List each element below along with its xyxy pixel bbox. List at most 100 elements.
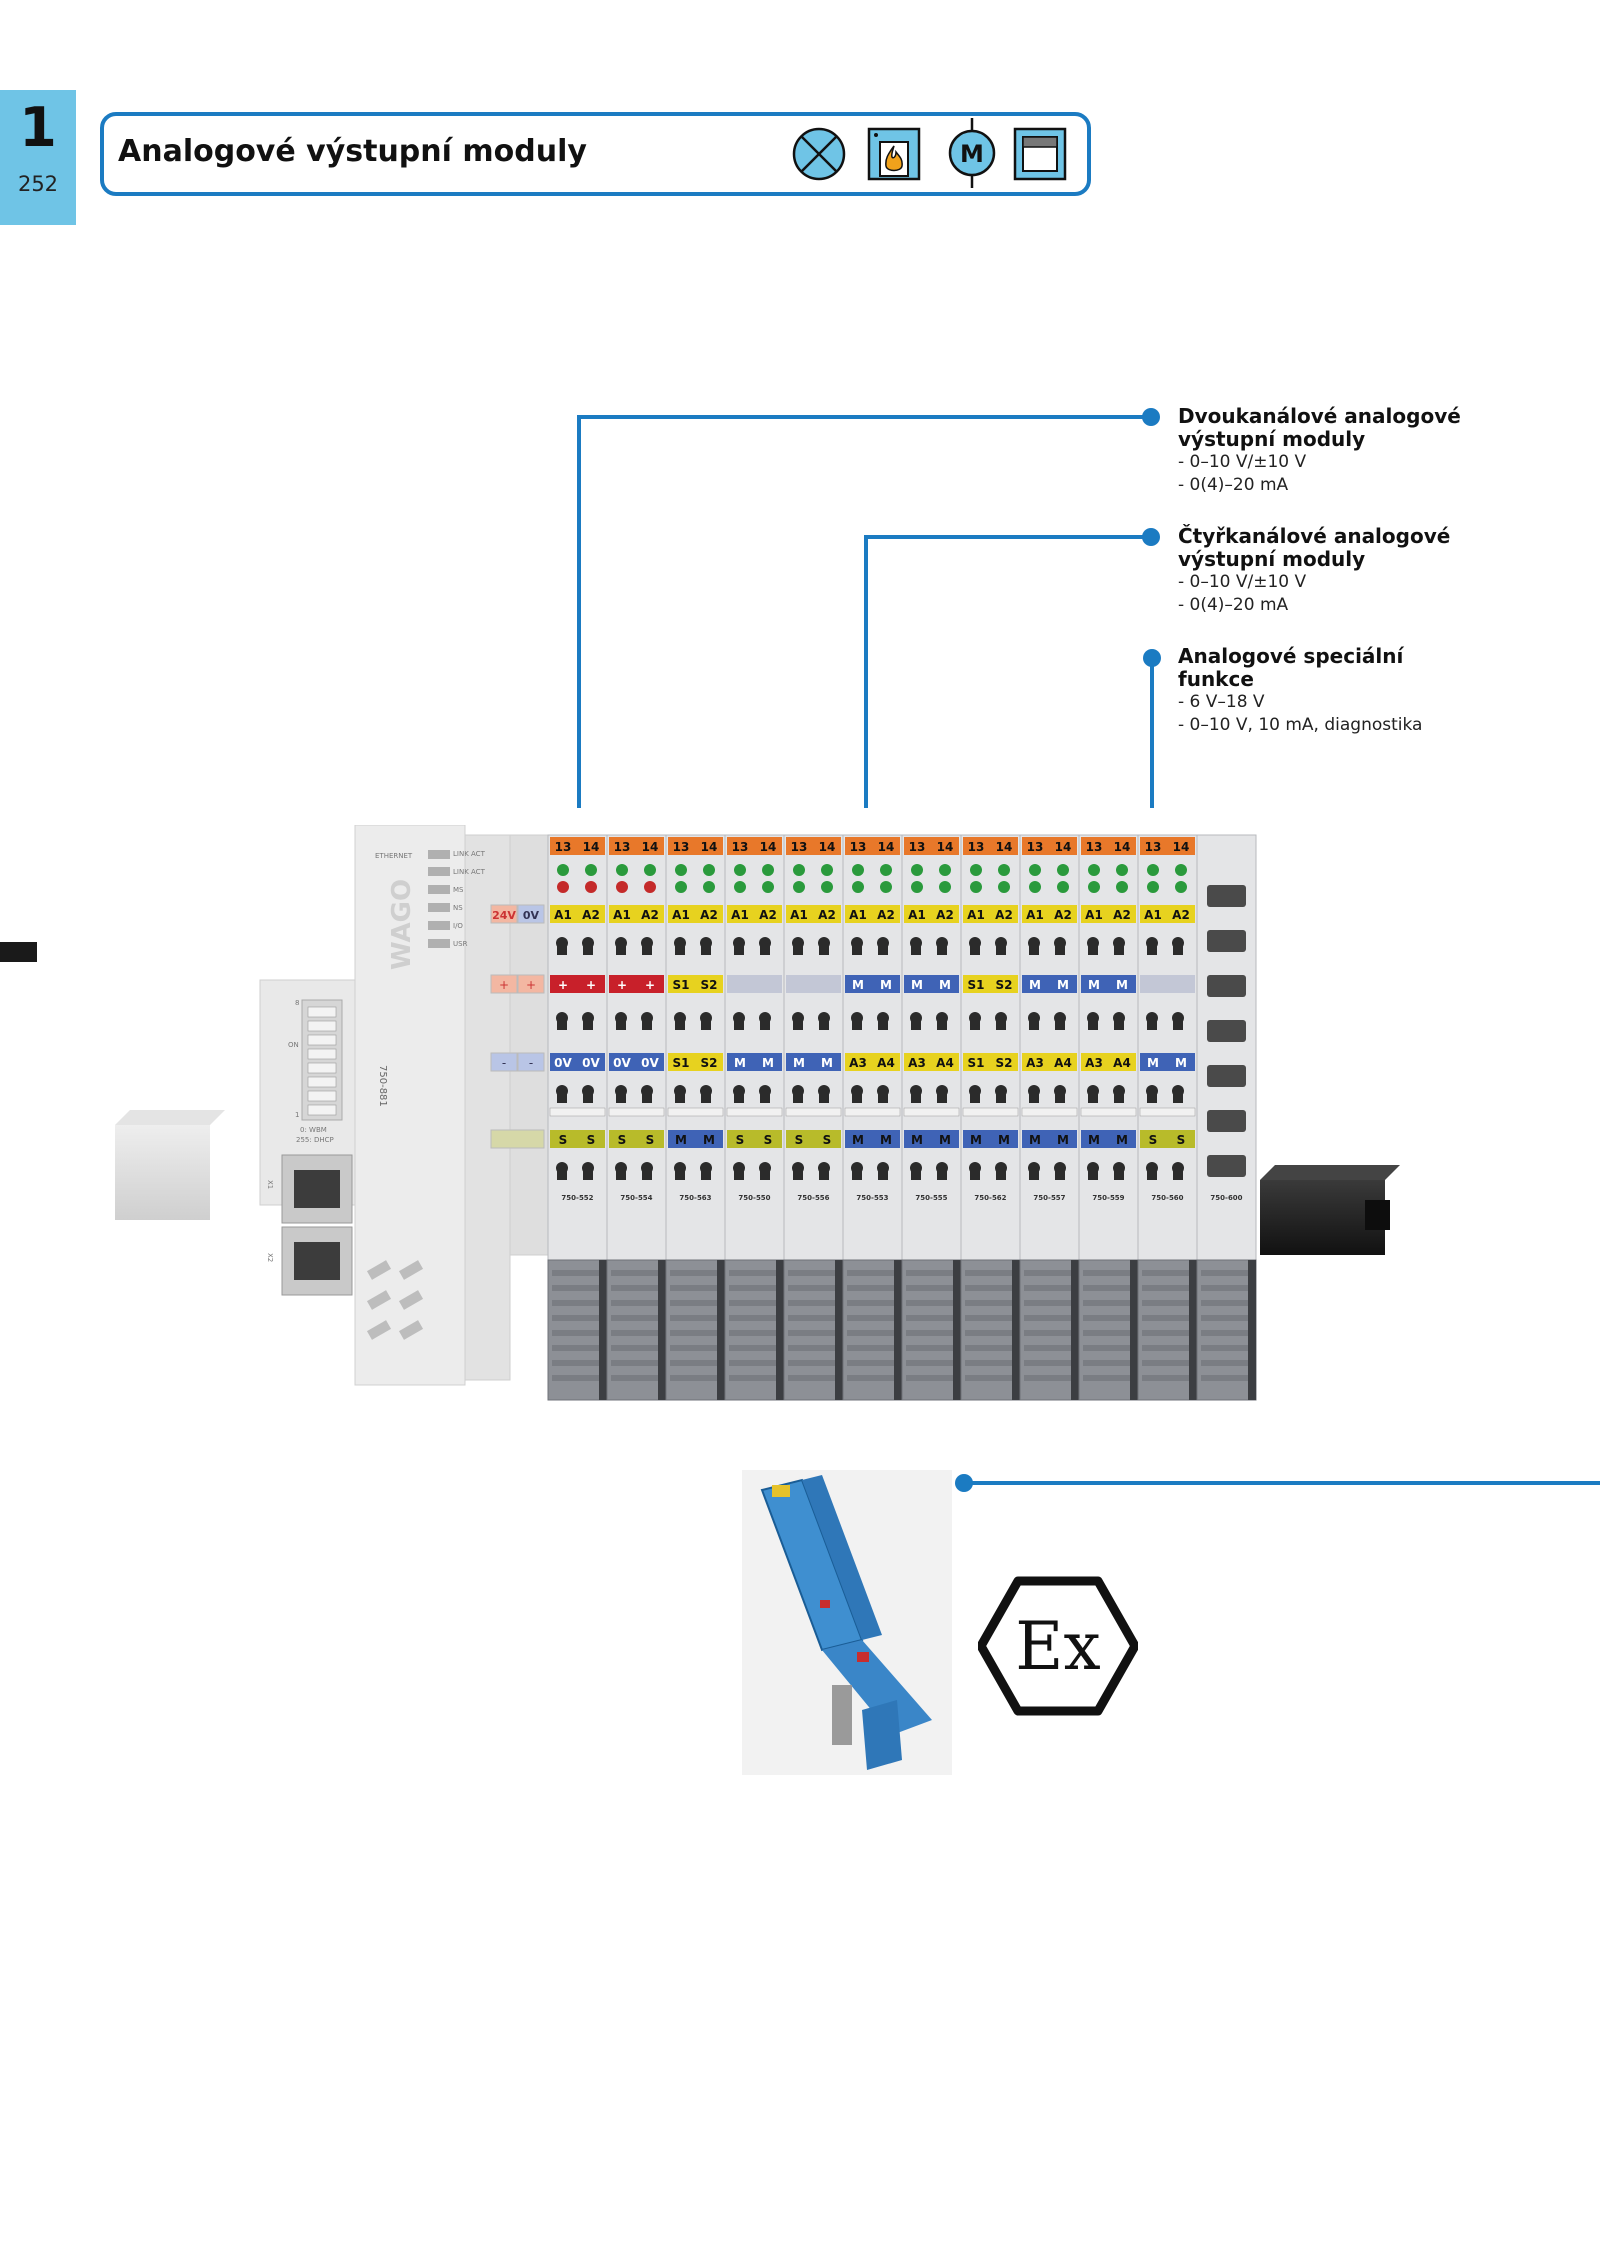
callout-item: - 0(4)–20 mA [1178,475,1289,495]
callout-two-channel: Dvoukanálové analogové výstupní moduly -… [1178,405,1478,497]
module-part-label: 750-556 [797,1194,829,1202]
terminal-label: S [736,1133,745,1147]
terminal-label: 0V [554,1056,572,1070]
terminal-label: A4 [936,1056,954,1070]
terminal-label: A2 [877,908,895,922]
ex-callout-line [965,1481,1600,1485]
terminal-top-label: 13 [1145,840,1162,854]
terminal-label: A2 [1172,908,1190,922]
terminal-label: + [645,978,655,992]
terminal-label: M [1175,1056,1187,1070]
terminal-label: A1 [1144,908,1162,922]
lamp-icon [792,127,846,181]
dip-label-on: ON [288,1041,299,1049]
terminal-top-label: 13 [555,840,572,854]
supply-label-minus-2: - [529,1056,533,1070]
din-rail-left [115,1125,210,1220]
terminal-label: S2 [996,978,1013,992]
terminal-label: S2 [701,978,718,992]
terminal-top-label: 14 [996,840,1013,854]
terminal-label: A1 [1026,908,1044,922]
terminal-label: M [703,1133,715,1147]
terminal-label: S [587,1133,596,1147]
terminal-label: M [852,1133,864,1147]
terminal-label: S [618,1133,627,1147]
terminal-top-label: 13 [791,840,808,854]
supply-label-minus-1: - [502,1056,506,1070]
terminal-top-label: 14 [819,840,836,854]
callout-item: - 0–10 V/±10 V [1178,572,1307,592]
terminal-label: A2 [1113,908,1131,922]
ethernet-controller: ETHERNET LINK ACT LINK ACT MS NS I/O USR… [259,825,549,1386]
terminal-top-label: 13 [614,840,631,854]
callout-item: - 0–10 V/±10 V [1178,452,1307,472]
terminal-label: M [734,1056,746,1070]
terminal-label: A1 [554,908,572,922]
wago-io-system-image: ETHERNET LINK ACT LINK ACT MS NS I/O USR… [115,825,1400,1401]
motor-icon: M [948,118,996,188]
callout-dot-2 [1142,528,1160,546]
side-marker [0,942,37,962]
terminal-label: + [558,978,568,992]
din-rail-right [1260,1180,1385,1255]
terminal-label: M [911,978,923,992]
terminal-label: S1 [968,978,985,992]
terminal-label: M [939,978,951,992]
window-blind-icon [1013,127,1067,181]
led-label-link-act-1: LINK ACT [453,850,486,858]
terminal-label: S [559,1133,568,1147]
terminal-label: M [911,1133,923,1147]
terminal-top-label: 13 [968,840,985,854]
callout-dot-1 [1142,408,1160,426]
terminal-label: M [1029,978,1041,992]
supply-label-plus-1: + [499,978,509,992]
title-box: Analogové výstupní moduly M [100,112,1091,196]
terminal-label: A2 [641,908,659,922]
terminal-label: A1 [908,908,926,922]
page-title: Analogové výstupní moduly [118,134,587,169]
terminal-label: A2 [1054,908,1072,922]
ex-callout-dot [955,1474,973,1492]
mode-label-wbm: 0: WBM [300,1126,327,1134]
terminal-label: M [1116,1133,1128,1147]
dip-label-1: 1 [295,1111,299,1119]
terminal-top-label: 13 [673,840,690,854]
terminal-label: M [880,978,892,992]
terminal-top-label: 13 [909,840,926,854]
terminal-label: A2 [582,908,600,922]
led-label-ethernet: ETHERNET [375,852,413,860]
supply-label-plus-2: + [526,978,536,992]
terminal-label: M [1088,1133,1100,1147]
callout-four-channel: Čtyřkanálové analogové výstupní moduly -… [1178,525,1478,617]
terminal-label: 0V [613,1056,631,1070]
terminal-label: M [1147,1056,1159,1070]
module-part-label: 750-600 [1210,1194,1242,1202]
terminal-top-label: 14 [642,840,659,854]
module-part-label: 750-554 [620,1194,652,1202]
terminal-top-label: 14 [1055,840,1072,854]
terminal-top-label: 13 [850,840,867,854]
terminal-label: A3 [849,1056,867,1070]
terminal-top-label: 14 [760,840,777,854]
module-part-label: 750-563 [679,1194,711,1202]
terminal-label: M [852,978,864,992]
port-label-x2: X2 [266,1253,274,1262]
port-label-x1: X1 [266,1180,274,1189]
callout-title: Dvoukanálové analogové výstupní moduly [1178,404,1461,451]
terminal-top-label: 14 [701,840,718,854]
terminal-label: M [1088,978,1100,992]
terminal-top-label: 13 [1086,840,1103,854]
module-part-label: 750-553 [856,1194,888,1202]
module-part-label: 750-559 [1092,1194,1124,1202]
terminal-label: A1 [849,908,867,922]
callout-line-2-horizontal [864,535,1147,539]
terminal-label: A4 [1054,1056,1072,1070]
terminal-label: M [998,1133,1010,1147]
terminal-label: A1 [731,908,749,922]
